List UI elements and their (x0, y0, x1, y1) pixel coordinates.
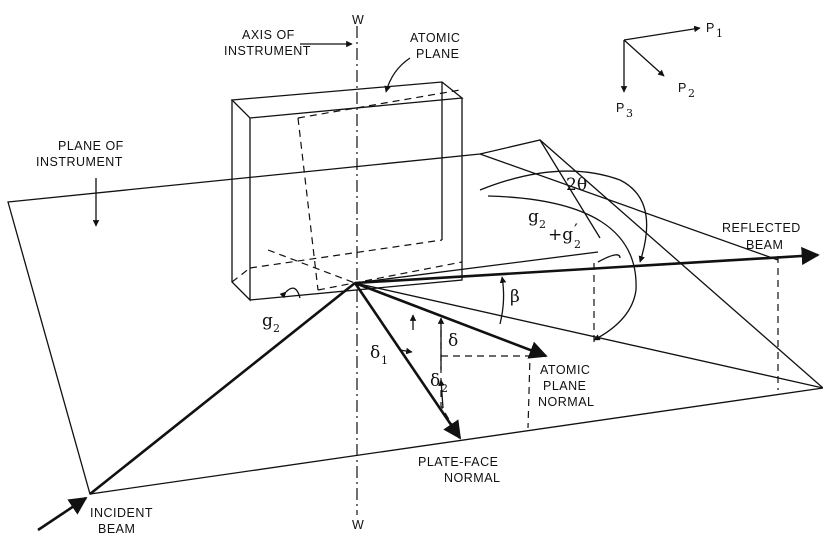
g2-symbol: g 2 (262, 311, 280, 335)
axis-top-label: W (352, 13, 364, 27)
axis-of-instrument-label-2: INSTRUMENT (224, 44, 311, 58)
p1-main: P (706, 21, 715, 35)
delta1-main: δ (370, 343, 380, 363)
atomic-plane-normal-label-1: ATOMIC (540, 363, 590, 377)
axis-bottom-label: W (352, 518, 364, 532)
atomic-plane-label-2: PLANE (416, 47, 460, 61)
g2-sum-symbol: g 2 +g ′ 2 (528, 207, 581, 251)
two-theta-symbol: 2θ (566, 175, 587, 195)
p2-sub: 2 (688, 87, 695, 100)
delta2-symbol: δ 2 (430, 371, 448, 395)
atomic-plane-normal-line (354, 281, 548, 359)
atomic-plane-label-1: ATOMIC (410, 31, 460, 45)
delta1-symbol: δ 1 (370, 343, 388, 367)
p1-sub: 1 (716, 27, 723, 40)
beta-symbol: β (510, 287, 520, 307)
g2-main: g (262, 311, 273, 331)
reflected-beam-label-2: BEAM (746, 238, 783, 252)
plane-of-instrument-label-1: PLANE OF (58, 139, 124, 153)
crystal-plate (230, 81, 464, 302)
plate-face-normal-line (353, 282, 462, 440)
plate-face-normal-label-1: PLATE-FACE (418, 455, 498, 469)
incident-beam-line (37, 496, 88, 532)
g2-sum-prime: ′ (574, 221, 578, 241)
delta2-main: δ (430, 371, 440, 391)
coordinate-triad (620, 25, 701, 93)
g2-sub: 2 (273, 322, 280, 335)
p3-main: P (616, 101, 625, 115)
delta1-sub: 1 (381, 354, 388, 367)
reflected-beam-line (354, 246, 820, 285)
plane-inner-lines (89, 139, 823, 495)
delta-symbol: δ (448, 331, 458, 351)
atomic-plane-normal-label-3: NORMAL (538, 395, 594, 409)
g2-arc (279, 287, 301, 299)
incident-beam-label-1: INCIDENT (90, 506, 153, 520)
p1-label: P 1 (706, 21, 723, 40)
p3-label: P 3 (616, 101, 633, 120)
plate-face-normal-label-2: NORMAL (444, 471, 500, 485)
delta2-sub: 2 (441, 382, 448, 395)
p2-label: P 2 (678, 81, 695, 100)
reflected-beam-label-1: REFLECTED (722, 221, 801, 235)
two-theta-arc (479, 170, 648, 263)
atomic-plane-normal-label-2: PLANE (543, 379, 587, 393)
g2-sum-plus-g: +g (548, 225, 573, 245)
g2-sum-arc (487, 195, 637, 341)
g2-sum-g: g (528, 207, 539, 227)
plane-of-instrument-label-2: INSTRUMENT (36, 155, 123, 169)
g2-sum-sub: 2 (539, 218, 546, 231)
g2-sum-sub2: 2 (574, 238, 581, 251)
p2-main: P (678, 81, 687, 95)
plane-of-instrument (7, 139, 823, 495)
incident-beam-label-2: BEAM (98, 522, 135, 535)
axis-of-instrument-label-1: AXIS OF (242, 28, 295, 42)
p3-sub: 3 (626, 107, 633, 120)
